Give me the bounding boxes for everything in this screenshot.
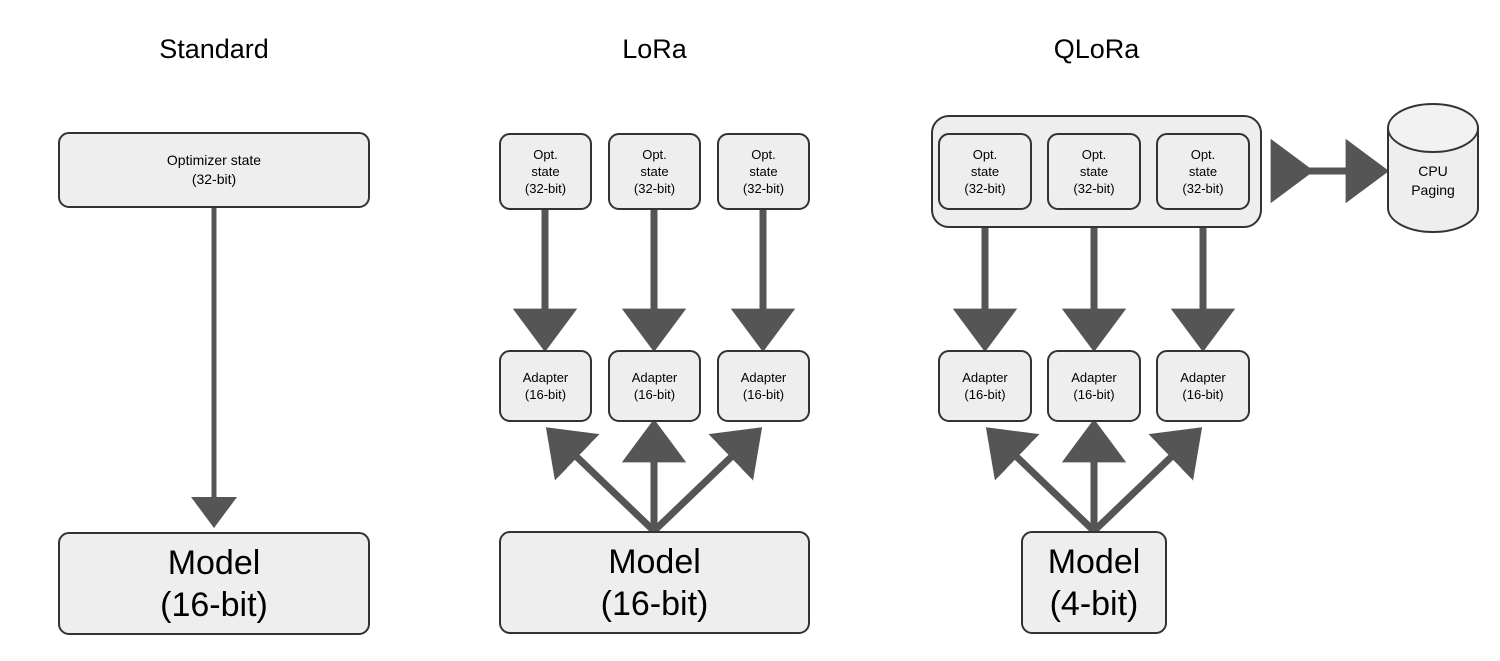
qlora-opt-1-line-3: (32-bit) [964,181,1006,196]
qlora-adapter-1-line-2: (16-bit) [964,387,1006,402]
lora-opt-1-line-2: state [531,164,560,179]
qlora-opt-3-line-2: state [1188,164,1218,179]
column-title-standard: Standard [159,34,269,64]
qlora-optimizer-state-box-3[interactable]: Opt. state (32-bit) [1156,133,1250,210]
lora-optimizer-state-box-2[interactable]: Opt. state (32-bit) [608,133,701,210]
lora-adapter-2-line-1: Adapter [631,370,678,385]
lora-model-line-1: Model [608,542,701,581]
lora-optimizer-state-box-1[interactable]: Opt. state (32-bit) [499,133,592,210]
standard-model-line-1: Model [167,543,261,582]
qlora-adapter-2-line-1: Adapter [1071,370,1117,385]
lora-model-line-2: (16-bit) [600,584,709,623]
qlora-opt-2-line-2: state [1079,164,1109,179]
column-title-lora: LoRa [622,34,687,64]
lora-optimizer-state-box-3[interactable]: Opt. state (32-bit) [717,133,810,210]
cpu-paging-line-1: CPU [1418,163,1448,179]
lora-model-box[interactable]: Model (16-bit) [499,531,810,634]
lora-adapter-3-line-2: (16-bit) [742,387,785,402]
qlora-model-line-1: Model [1047,542,1141,581]
lora-adapter-1-line-2: (16-bit) [524,387,567,402]
qlora-model-line-2: (4-bit) [1049,584,1139,623]
cpu-paging-label: CPU Paging [1388,162,1478,200]
qlora-opt-2-line-3: (32-bit) [1073,181,1115,196]
cylinder-body [1387,127,1479,233]
qlora-opt-1-line-1: Opt. [972,147,998,162]
cpu-paging-line-2: Paging [1411,182,1455,198]
lora-adapter-2-line-2: (16-bit) [633,387,676,402]
lora-adapter-box-1[interactable]: Adapter (16-bit) [499,350,592,422]
lora-opt-2-line-2: state [640,164,669,179]
qlora-model-box[interactable]: Model (4-bit) [1021,531,1167,634]
qlora-adapter-box-2[interactable]: Adapter (16-bit) [1047,350,1141,422]
qlora-adapter-box-3[interactable]: Adapter (16-bit) [1156,350,1250,422]
cylinder-top [1387,103,1479,153]
qlora-optimizer-state-box-1[interactable]: Opt. state (32-bit) [938,133,1032,210]
qlora-opt-3-line-3: (32-bit) [1182,181,1224,196]
lora-opt-2-line-1: Opt. [642,147,667,162]
lora-opt-1-line-1: Opt. [533,147,558,162]
standard-model-line-2: (16-bit) [160,585,268,624]
lora-opt-3-line-2: state [749,164,778,179]
qlora-optimizer-state-box-2[interactable]: Opt. state (32-bit) [1047,133,1141,210]
lora-opt-3-line-3: (32-bit) [742,181,785,196]
lora-adapter-box-3[interactable]: Adapter (16-bit) [717,350,810,422]
column-title-qlora: QLoRa [1053,34,1140,64]
standard-optimizer-state-box[interactable]: Optimizer state (32-bit) [58,132,370,208]
qlora-adapter-3-line-2: (16-bit) [1182,387,1224,402]
qlora-adapter-box-1[interactable]: Adapter (16-bit) [938,350,1032,422]
standard-model-box[interactable]: Model (16-bit) [58,532,370,635]
standard-optimizer-line-1: Optimizer state [166,152,262,168]
lora-adapter-box-2[interactable]: Adapter (16-bit) [608,350,701,422]
qlora-adapter-2-line-2: (16-bit) [1073,387,1115,402]
lora-adapter-1-line-1: Adapter [522,370,569,385]
qlora-adapter-3-line-1: Adapter [1180,370,1226,385]
qlora-adapter-1-line-1: Adapter [962,370,1008,385]
qlora-opt-2-line-1: Opt. [1081,147,1107,162]
standard-optimizer-line-2: (32-bit) [191,171,237,187]
lora-opt-3-line-1: Opt. [751,147,776,162]
lora-opt-1-line-3: (32-bit) [524,181,567,196]
lora-adapter-3-line-1: Adapter [740,370,787,385]
qlora-opt-3-line-1: Opt. [1190,147,1216,162]
lora-opt-2-line-3: (32-bit) [633,181,676,196]
qlora-opt-1-line-2: state [970,164,1000,179]
